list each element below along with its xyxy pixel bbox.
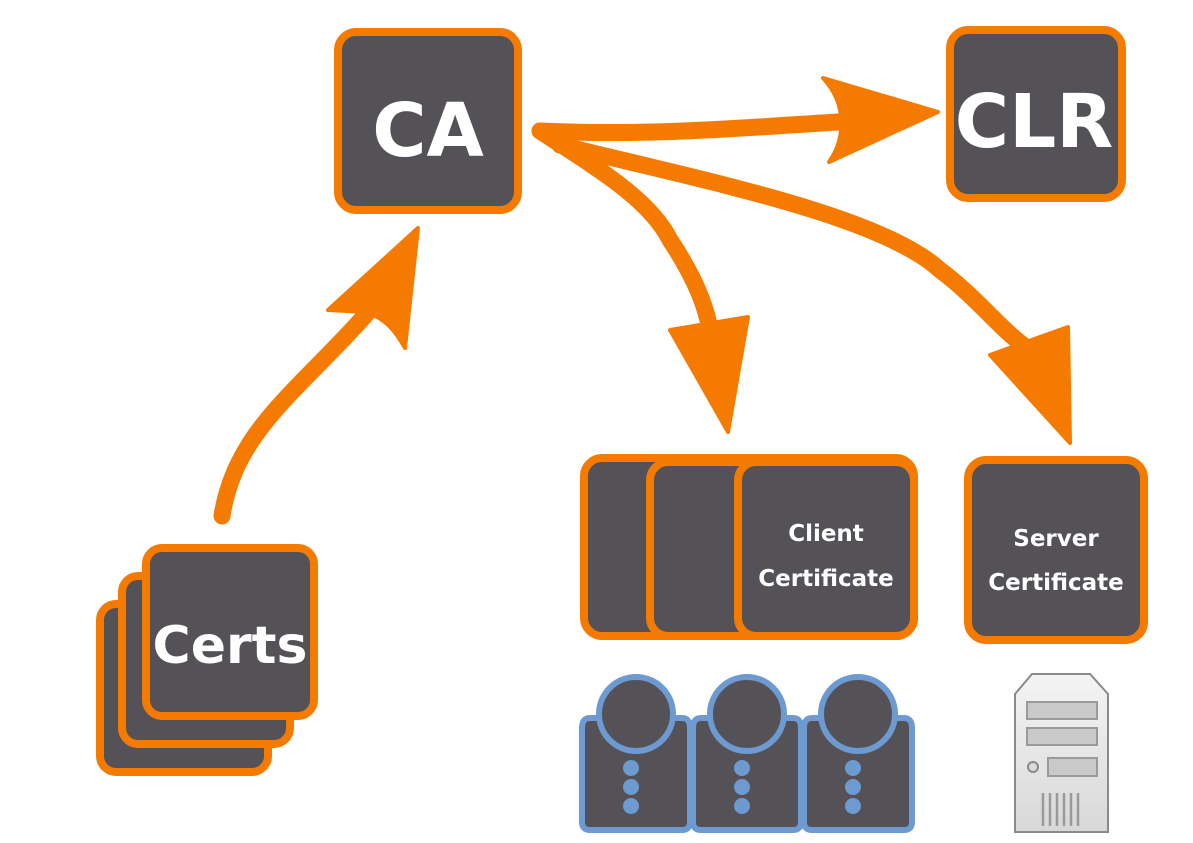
arrowhead [668, 315, 750, 434]
ca-node: CA [334, 28, 522, 214]
user-icon [579, 674, 693, 833]
arrowhead [326, 226, 420, 350]
edge-certs-to-ca [213, 226, 420, 525]
arrow-shaft [213, 301, 379, 525]
certs-label: Certs [153, 616, 308, 676]
client-label-line1: Client [788, 521, 864, 547]
arrow-shaft [531, 113, 847, 142]
client-label-line2: Certificate [758, 566, 894, 592]
clr-box [946, 26, 1126, 202]
client-certificate-node: Client Certificate [580, 454, 918, 640]
edge-ca-to-server [551, 136, 1072, 445]
server-label-line1: Server [1013, 526, 1099, 552]
edge-ca-to-clr [531, 76, 940, 164]
server-tower-icon [1014, 673, 1109, 833]
client-front-card [734, 458, 918, 640]
arrowhead [821, 76, 940, 164]
server-certificate-node: Server Certificate [964, 456, 1148, 644]
ca-box [334, 28, 522, 214]
edge-ca-to-client [531, 122, 750, 434]
server-box [964, 456, 1148, 644]
certs-front-card [142, 544, 318, 720]
arrow-shaft [531, 122, 719, 339]
ca-label: CA [372, 88, 484, 174]
arrow-shaft [551, 136, 1039, 359]
clr-label: CLR [955, 79, 1113, 165]
user-icon [690, 674, 804, 833]
clr-node: CLR [946, 26, 1126, 202]
server-label-line2: Certificate [988, 570, 1124, 596]
arrowhead [988, 325, 1072, 445]
certs-node: Certs [96, 544, 318, 776]
user-icon [801, 674, 915, 833]
